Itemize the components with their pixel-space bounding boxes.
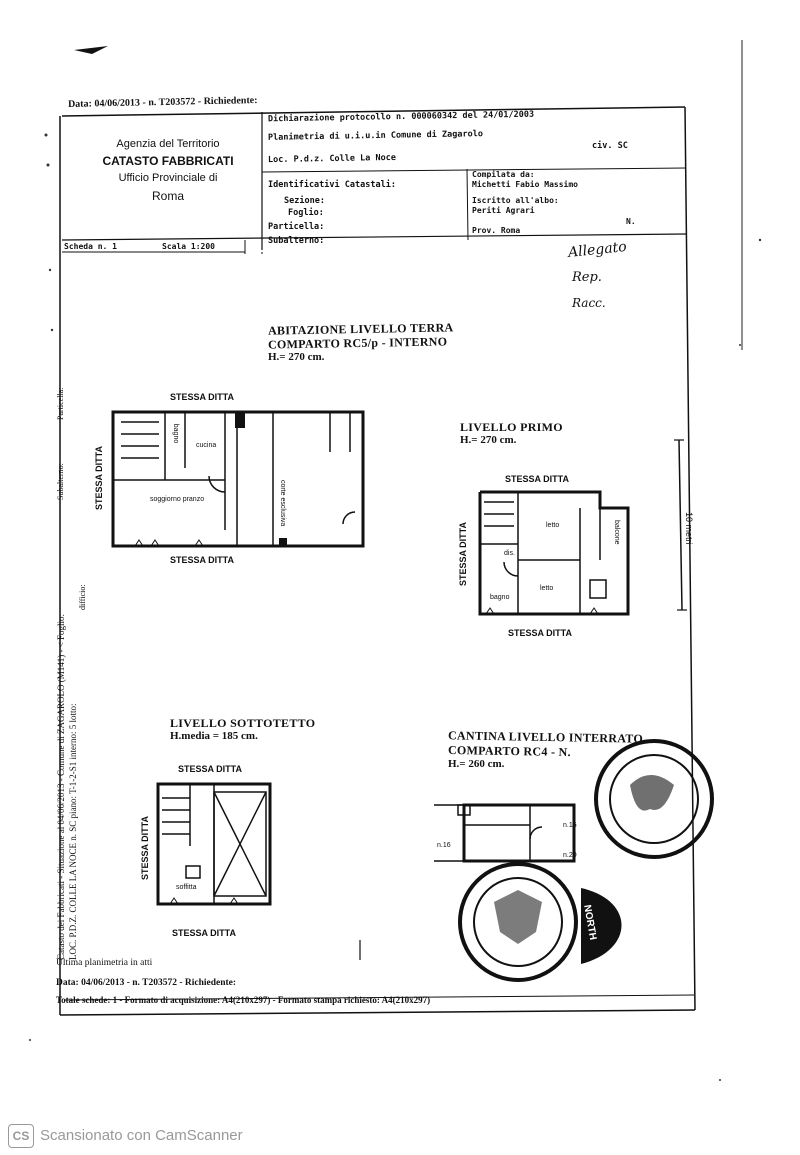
albo-value: Periti Agrari xyxy=(472,206,535,215)
first-height: H.= 270 cm. xyxy=(460,434,517,446)
attic-height: H.media = 185 cm. xyxy=(170,730,258,742)
attic-room-soffitta: soffitta xyxy=(176,884,197,891)
attic-title: LIVELLO SOTTOTETTO xyxy=(170,716,316,730)
agency-line-1: Agenzia del Territorio xyxy=(116,138,220,150)
ground-ditta-top: STESSA DITTA xyxy=(170,392,235,402)
footer-line-3: Totale schede: 1 - Formato di acquisizio… xyxy=(56,995,431,1005)
ground-floor-plan xyxy=(111,410,365,548)
ground-room-soggiorno: soggiorno pranzo xyxy=(150,496,205,503)
camscanner-logo: CS xyxy=(8,1124,34,1148)
notary-seal-icon xyxy=(594,739,714,859)
footer-line-2: Data: 04/06/2013 - n. T203572 - Richiede… xyxy=(56,978,237,988)
subalterno-label: Subalterno: xyxy=(268,236,325,246)
first-floor-plan xyxy=(478,490,630,616)
sezione-label: Sezione: xyxy=(284,196,325,206)
first-room-dis: dis. xyxy=(504,550,515,557)
prov-value: Prov. Roma xyxy=(472,226,521,235)
ground-room-cucina: cucina xyxy=(196,442,217,449)
scala-label: Scala 1:200 xyxy=(162,242,215,251)
first-ditta-top: STESSA DITTA xyxy=(505,474,570,484)
handwritten-rep: Rep. xyxy=(572,270,602,285)
footer-line-1: Ultima planimetria in atti xyxy=(56,958,153,968)
agency-line-3: Ufficio Provinciale di xyxy=(118,172,218,184)
attic-ditta-top: STESSA DITTA xyxy=(178,764,243,774)
camscanner-text: Scansionato con CamScanner xyxy=(40,1127,243,1144)
foglio-label: Foglio: xyxy=(288,208,324,218)
ground-height: H.= 270 cm. xyxy=(268,351,325,363)
first-room-bagno: bagno xyxy=(490,594,510,601)
cellar-label-b: n.16 xyxy=(437,842,451,849)
compiler-name: Michetti Fabio Massimo xyxy=(472,180,578,189)
cellar-height: H.= 260 cm. xyxy=(448,758,505,770)
scheda-label: Scheda n. 1 xyxy=(64,242,117,251)
particella-label: Particella: xyxy=(268,222,325,232)
agency-line-2: CATASTO FABBRICATI xyxy=(102,154,234,168)
attic-plan xyxy=(156,782,272,906)
agency-line-4: Roma xyxy=(151,189,184,203)
cellar-label-c: n.20 xyxy=(563,852,577,859)
corner-mark-icon xyxy=(74,46,108,54)
ground-ditta-bottom: STESSA DITTA xyxy=(170,555,235,565)
compilata-label: Compilata da: xyxy=(472,170,535,179)
number-label: N. xyxy=(626,217,636,226)
first-ditta-bottom: STESSA DITTA xyxy=(508,628,573,638)
iscritto-label: Iscritto all'albo: xyxy=(472,196,559,205)
first-title: LIVELLO PRIMO xyxy=(460,420,563,434)
cellar-label-a: n.15 xyxy=(563,822,577,829)
official-seal-icon xyxy=(458,862,578,982)
north-stamp xyxy=(581,888,622,964)
ident-label: Identificativi Catastali: xyxy=(268,180,396,190)
first-room-letto-1: letto xyxy=(546,522,560,529)
handwritten-racc: Racc. xyxy=(572,296,606,310)
first-room-letto-2: letto xyxy=(540,585,554,592)
civic-number: civ. SC xyxy=(592,141,628,151)
cellar-plan xyxy=(434,803,576,863)
attic-ditta-bottom: STESSA DITTA xyxy=(172,928,237,938)
